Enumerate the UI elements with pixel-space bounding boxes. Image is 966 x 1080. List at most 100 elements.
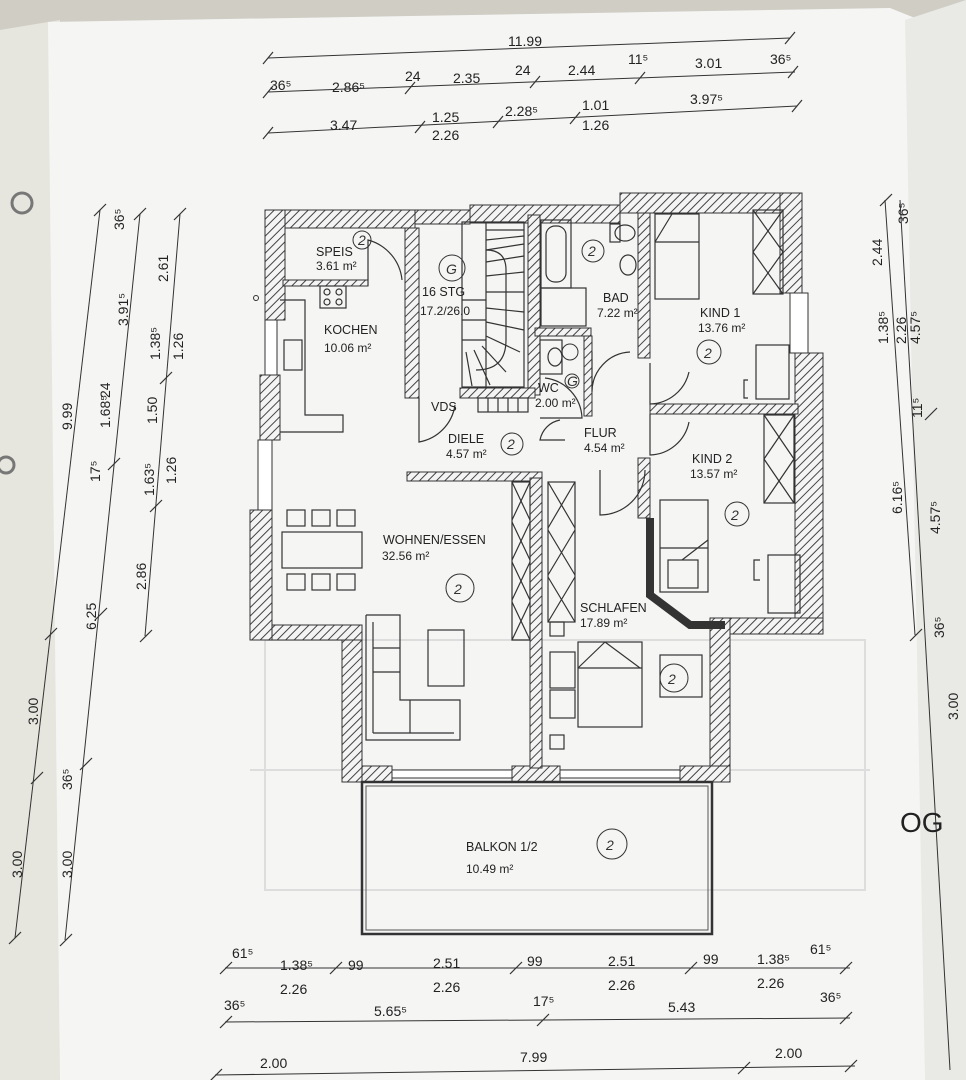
bottom-dimensions: 61⁵ 1.38⁵ 99 2.51 99 2.51 99 1.38⁵ 61⁵ 2… bbox=[224, 941, 841, 1071]
dim-bottom-3: 5.43 bbox=[668, 999, 695, 1015]
dim-top-1: 2.86⁵ bbox=[332, 79, 365, 95]
room-wohnen-unit: 2 bbox=[453, 581, 462, 597]
room-speis-unit: 2 bbox=[357, 232, 366, 248]
unit-circles bbox=[352, 230, 750, 860]
dim-top-1: 24 bbox=[405, 68, 421, 84]
dim-right-2: 2.26 bbox=[893, 317, 909, 344]
binder-page-edge bbox=[0, 20, 60, 1080]
room-stairs-name: 16 STG bbox=[422, 285, 465, 299]
dim-left-3: 1.63⁵ bbox=[141, 463, 157, 496]
dim-top-1: 3.01 bbox=[695, 55, 722, 71]
dim-left-3: 3.91⁵ bbox=[115, 293, 131, 326]
floor-label: OG bbox=[900, 807, 944, 838]
room-bad-name: BAD bbox=[603, 291, 629, 305]
dim-bottom-1: 61⁵ bbox=[232, 945, 253, 961]
dim-left-2: 17⁵ bbox=[87, 461, 103, 482]
room-kochen-name: KOCHEN bbox=[324, 323, 377, 337]
binder-ring bbox=[0, 455, 16, 475]
dim-bottom-4: 7.99 bbox=[520, 1049, 547, 1065]
room-vds-name: VDS bbox=[431, 400, 457, 414]
room-kind2-area: 13.57 m² bbox=[690, 467, 737, 481]
room-wohnen-area: 32.56 m² bbox=[382, 549, 429, 563]
dim-right-3: 4.57⁵ bbox=[907, 311, 923, 344]
dim-top-1: 36⁵ bbox=[270, 77, 291, 93]
room-stairs-area: 17.2/26.0 bbox=[420, 304, 470, 318]
room-stairs-unit: G bbox=[446, 261, 457, 277]
marker-dot bbox=[253, 295, 259, 301]
dim-bottom-2: 2.26 bbox=[757, 975, 784, 991]
dim-bottom-3: 36⁵ bbox=[820, 989, 841, 1005]
furniture bbox=[280, 209, 801, 750]
dimension-ticks bbox=[8, 31, 938, 1080]
dim-top-2: 2.28⁵ bbox=[505, 103, 538, 119]
dim-left-3: 1.38⁵ bbox=[147, 327, 163, 360]
dim-bottom-1: 61⁵ bbox=[810, 941, 831, 957]
dim-left-3: 1.50 bbox=[144, 397, 160, 424]
dim-top-2: 2.26 bbox=[432, 127, 459, 143]
dim-top-1: 24 bbox=[515, 62, 531, 78]
room-schlafen-area: 17.89 m² bbox=[580, 616, 627, 630]
room-labels: SPEIS 3.61 m² 2 KOCHEN 10.06 m² 16 STG 1… bbox=[316, 232, 944, 876]
dim-bottom-1: 99 bbox=[527, 953, 543, 969]
right-dimensions: 2.44 1.38⁵ 6.16⁵ 36⁵ 2.26 11⁵ 36⁵ 3.00 4… bbox=[869, 203, 961, 720]
dim-bottom-2: 2.26 bbox=[608, 977, 635, 993]
dim-right-2: 36⁵ bbox=[931, 617, 947, 638]
room-kind1-unit: 2 bbox=[703, 345, 712, 361]
dim-top-2: 3.47 bbox=[330, 117, 357, 133]
dim-left-2: 1.68⁵ bbox=[97, 395, 113, 428]
room-kind1-name: KIND 1 bbox=[700, 306, 740, 320]
room-kind2-name: KIND 2 bbox=[692, 452, 732, 466]
room-kind1-area: 13.76 m² bbox=[698, 321, 745, 335]
dim-top-2: 1.25 bbox=[432, 109, 459, 125]
room-balkon-area: 10.49 m² bbox=[466, 862, 513, 876]
dim-top-2: 1.01 bbox=[582, 97, 609, 113]
balcony bbox=[360, 780, 714, 936]
dim-top-1: 2.44 bbox=[568, 62, 595, 78]
dim-left-4: 2.61 bbox=[155, 255, 171, 282]
dim-top-1: 36⁵ bbox=[770, 51, 791, 67]
room-diele-area: 4.57 m² bbox=[446, 447, 487, 461]
walls bbox=[249, 192, 824, 783]
room-schlafen-name: SCHLAFEN bbox=[580, 601, 647, 615]
dim-top-1: 2.35 bbox=[453, 70, 480, 86]
dim-bottom-2: 2.26 bbox=[280, 981, 307, 997]
dim-left-1: 9.99 bbox=[59, 403, 75, 430]
room-bad-unit: 2 bbox=[587, 243, 596, 259]
door-swings bbox=[367, 239, 690, 516]
room-speis-name: SPEIS bbox=[316, 245, 353, 259]
room-schlafen-unit: 2 bbox=[667, 671, 676, 687]
room-wc-unit: G bbox=[567, 373, 578, 389]
dim-left-3: 24 bbox=[97, 382, 113, 398]
room-kind2-unit: 2 bbox=[730, 507, 739, 523]
dim-left-4: 1.26 bbox=[163, 457, 179, 484]
room-wc-name: WC bbox=[538, 381, 559, 395]
room-kochen-area: 10.06 m² bbox=[324, 341, 371, 355]
dim-bottom-4: 2.00 bbox=[775, 1045, 802, 1061]
room-speis-area: 3.61 m² bbox=[316, 259, 357, 273]
dim-left-2: 3.00 bbox=[59, 851, 75, 878]
dim-right-3: 4.57⁵ bbox=[927, 501, 943, 534]
room-diele-unit: 2 bbox=[506, 436, 515, 452]
room-wc-area: 2.00 m² bbox=[535, 396, 576, 410]
dim-bottom-2: 2.26 bbox=[433, 979, 460, 995]
dim-bottom-1: 1.38⁵ bbox=[757, 951, 790, 967]
room-diele-name: DIELE bbox=[448, 432, 484, 446]
dim-bottom-3: 17⁵ bbox=[533, 993, 554, 1009]
dim-top-2: 3.97⁵ bbox=[690, 91, 723, 107]
dim-right-2: 11⁵ bbox=[909, 398, 925, 418]
room-wohnen-name: WOHNEN/ESSEN bbox=[383, 533, 486, 547]
dim-bottom-1: 1.38⁵ bbox=[280, 957, 313, 973]
dim-left-3: 2.86 bbox=[133, 563, 149, 590]
dim-left-2: 6.25 bbox=[83, 603, 99, 630]
dim-bottom-1: 99 bbox=[703, 951, 719, 967]
room-flur-area: 4.54 m² bbox=[584, 441, 625, 455]
room-bad-area: 7.22 m² bbox=[597, 306, 638, 320]
dim-left-2: 36⁵ bbox=[59, 769, 75, 790]
dim-right-2: 36⁵ bbox=[895, 203, 911, 224]
next-page-edge bbox=[905, 0, 966, 1080]
dim-right-1: 2.44 bbox=[869, 239, 885, 266]
top-dimensions: 11.99 36⁵ 2.86⁵ 24 2.35 24 2.44 11⁵ 3.01… bbox=[270, 33, 791, 143]
dim-bottom-1: 2.51 bbox=[608, 953, 635, 969]
dim-bottom-4: 2.00 bbox=[260, 1055, 287, 1071]
